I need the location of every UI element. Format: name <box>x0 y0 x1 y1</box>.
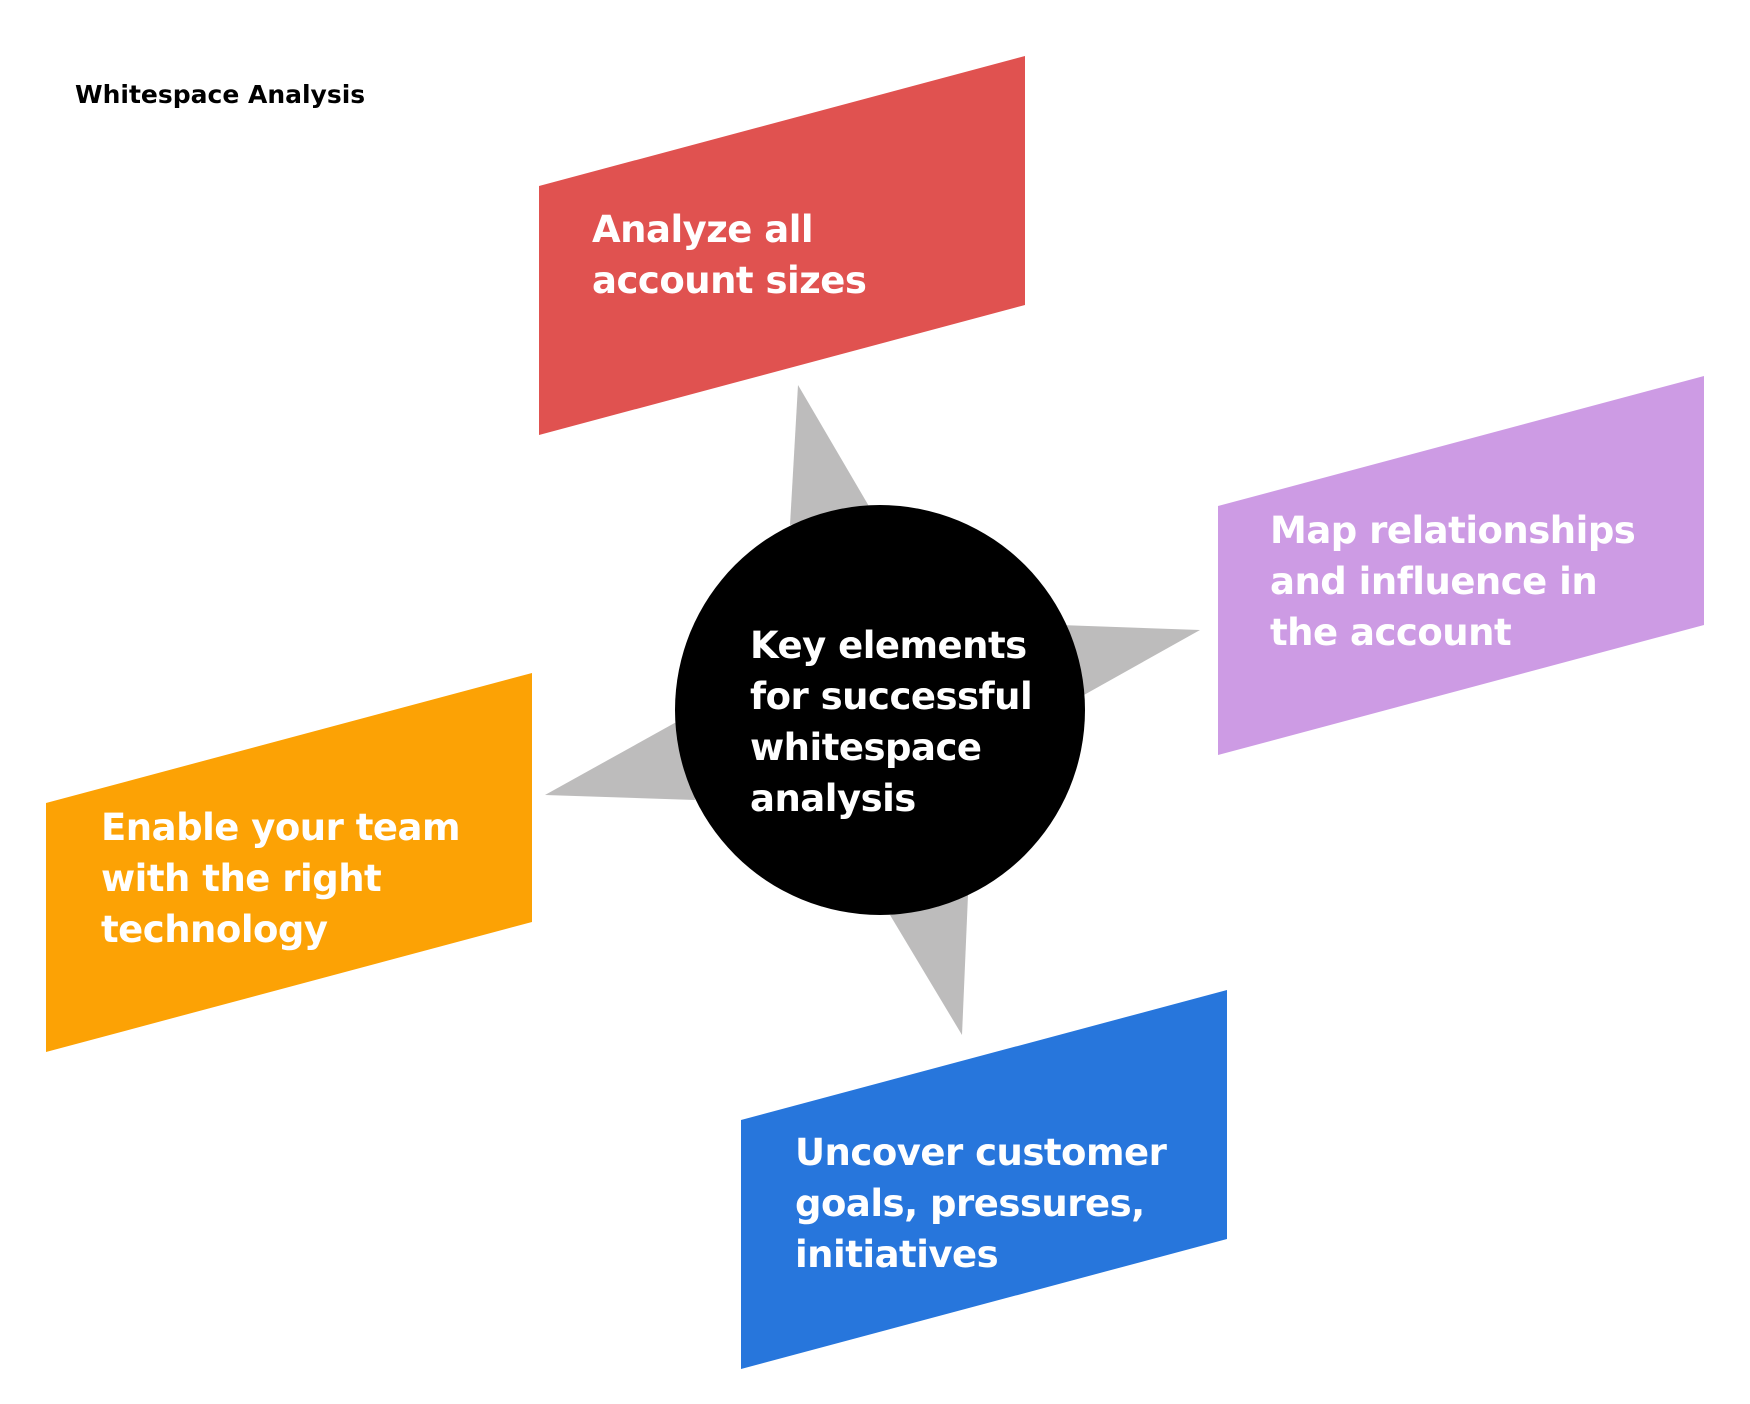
connector-spike-top <box>790 385 870 525</box>
panel-uncover-customer-goals <box>741 990 1227 1369</box>
center-hub-circle <box>675 505 1085 915</box>
element-label-right: Map relationships and influence in the a… <box>1270 509 1636 654</box>
connector-spike-bottom <box>890 895 968 1035</box>
panel-enable-team-technology <box>46 673 532 1052</box>
element-label-top: Analyze all account sizes <box>592 208 867 302</box>
element-label-left: Enable your team with the right technolo… <box>101 806 461 951</box>
element-label-bottom: Uncover customer goals, pressures, initi… <box>795 1131 1167 1276</box>
page-title: Whitespace Analysis <box>75 80 366 109</box>
panel-map-relationships <box>1218 376 1704 755</box>
connector-spike-right <box>1060 625 1200 700</box>
connector-spike-left <box>545 720 695 800</box>
panel-analyze-account-sizes <box>539 56 1025 435</box>
center-hub-label: Key elements for successful whitespace a… <box>750 624 1033 820</box>
